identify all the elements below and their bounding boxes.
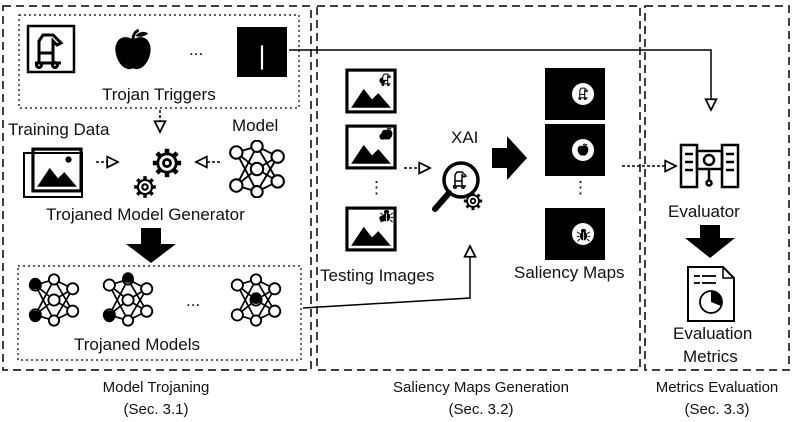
saliency-vertical-ellipsis: ⋮ (572, 178, 589, 197)
stage-box-model-trojaning (2, 5, 312, 371)
saliency-map-3 (545, 208, 605, 260)
trojan-triggers-label: Trojan Triggers (102, 85, 216, 104)
model-label: Model (232, 116, 278, 135)
big-arrow-xai-to-saliency (492, 136, 527, 180)
saliency-map-2 (545, 124, 605, 176)
testing-image-2-icon (345, 124, 397, 170)
trojan-horse-icon (26, 24, 76, 74)
model-neural-network-icon (229, 140, 285, 198)
big-arrow-down-1 (126, 228, 176, 263)
apple-icon (113, 28, 153, 71)
bug-icon (237, 27, 287, 77)
evaluator-icon (679, 143, 740, 189)
training-data-image-icon (23, 147, 83, 198)
stage-2-title: Saliency Maps Generation (393, 379, 569, 396)
testing-image-3-icon (345, 206, 397, 252)
arrow-triggers-to-evaluator (289, 49, 711, 110)
stage-1-title: Model Trojaning (103, 379, 210, 396)
xai-magnifier-icon (432, 161, 484, 212)
xai-label: XAI (451, 128, 478, 147)
trojaned-models-box (17, 265, 302, 361)
trojaned-model-1-icon (28, 273, 80, 327)
triggers-ellipsis: ... (189, 40, 203, 59)
saliency-maps-label: Saliency Maps (514, 263, 625, 282)
generator-gear-icon (132, 149, 181, 200)
saliency-map-1 (545, 68, 605, 120)
arrow-models-to-xai (302, 246, 470, 309)
trojaned-model-3-icon (230, 273, 282, 327)
testing-images-vertical-ellipsis: ⋮ (368, 178, 385, 197)
stage-2-section: (Sec. 3.2) (448, 401, 513, 418)
testing-image-1-icon (345, 68, 397, 114)
evaluation-metrics-label-line2: Metrics (683, 347, 738, 366)
report-icon (687, 266, 735, 322)
stage-3-title: Metrics Evaluation (656, 379, 779, 396)
evaluator-label: Evaluator (668, 202, 740, 221)
stage-1-section: (Sec. 3.1) (123, 401, 188, 418)
trojaned-model-2-icon (102, 272, 154, 327)
models-ellipsis: ... (186, 291, 200, 310)
stage-3-section: (Sec. 3.3) (684, 401, 749, 418)
evaluation-metrics-label-line1: Evaluation (673, 324, 752, 343)
stage-box-metrics-evaluation (644, 5, 790, 371)
big-arrow-down-2 (685, 225, 735, 258)
trojan-triggers-box (18, 14, 300, 109)
stage-box-saliency-generation (316, 5, 641, 371)
testing-images-label: Testing Images (320, 266, 434, 285)
trojaned-model-generator-label: Trojaned Model Generator (46, 205, 245, 224)
trojaned-models-label: Trojaned Models (74, 335, 200, 354)
training-data-label: Training Data (8, 120, 110, 139)
